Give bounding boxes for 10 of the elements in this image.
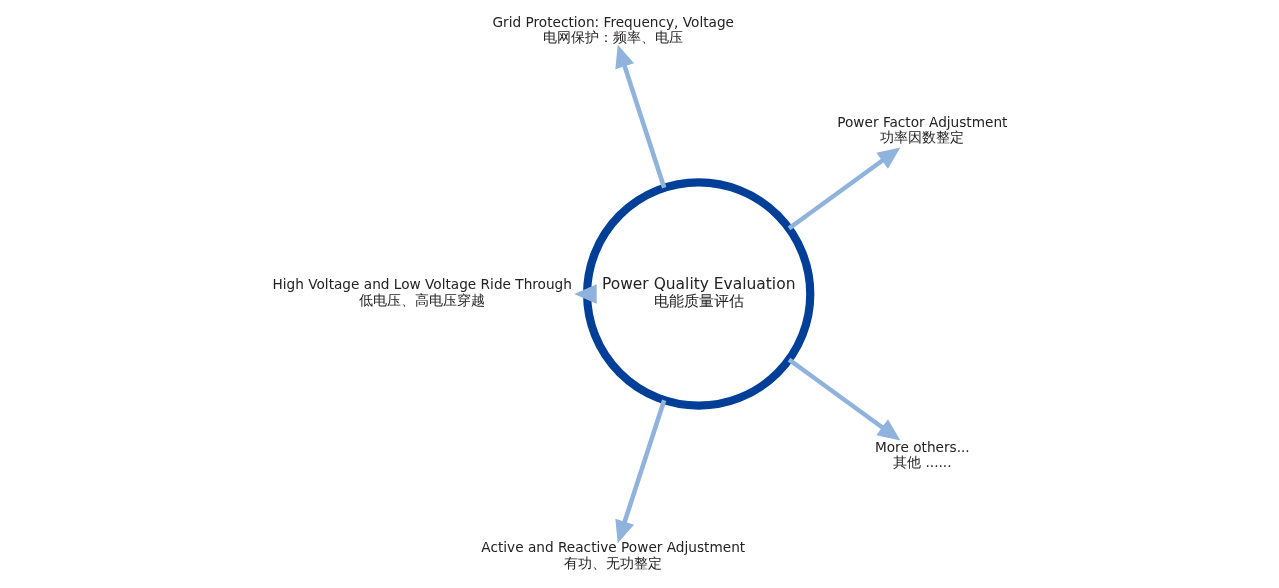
node-text: Grid Protection: Frequency, Voltage 电网保护：频率、电压: [492, 13, 734, 45]
arrow: [615, 399, 667, 544]
arrow: [787, 357, 901, 441]
node-text: High Voltage and Low Voltage Ride Through 低电压、高电压穿越: [272, 276, 572, 308]
node-text: Power Factor Adjustment 功率因数整定: [837, 113, 1008, 146]
arrow: [615, 44, 667, 189]
node-text: More others... 其他 ......: [875, 438, 970, 471]
arrow: [574, 284, 597, 304]
node-text: Active and Reactive Power Adjustment 有功、无功整定: [481, 539, 746, 571]
arrow: [787, 147, 901, 231]
